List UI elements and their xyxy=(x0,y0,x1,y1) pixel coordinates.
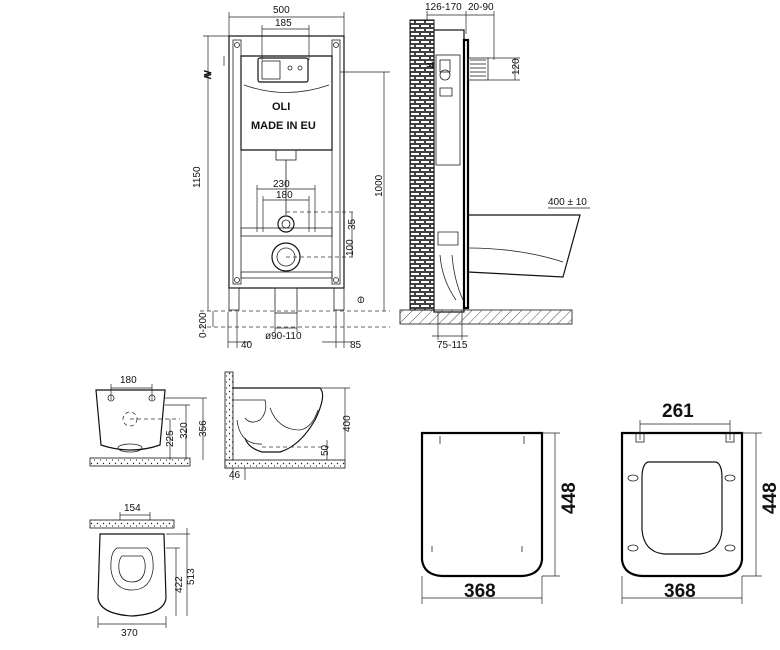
side-bowl xyxy=(467,214,581,278)
dim-422: 422 xyxy=(174,576,185,593)
seat-closed-view: 448 368 xyxy=(420,431,580,604)
bowl-plan-view: 154 422 513 370 xyxy=(89,503,197,639)
dim-400-10: 400 ± 10 xyxy=(548,197,587,208)
dim-20-90: 20-90 xyxy=(468,2,494,13)
dim-400-bowl: 400 xyxy=(342,415,353,432)
seat-open-width: 368 xyxy=(664,581,696,602)
seat-closed-width: 368 xyxy=(464,581,496,602)
brand-label: OLI xyxy=(272,101,290,113)
seat-closed-height: 448 xyxy=(559,482,580,514)
dim-pipe: ø90-110 xyxy=(265,331,302,342)
dim-75-115: 75-115 xyxy=(437,340,468,351)
made-in-label: MADE IN EU xyxy=(251,120,316,132)
inlet-arrow-icon: ≷ xyxy=(203,69,212,81)
dim-513: 513 xyxy=(186,568,197,585)
seat-closed-outline xyxy=(420,431,544,578)
bowl-front-elevation: 180 225 320 356 xyxy=(89,375,209,467)
dim-230: 230 xyxy=(273,179,290,190)
brick-wall xyxy=(409,19,435,311)
dim-356: 356 xyxy=(198,420,209,437)
seat-opening xyxy=(641,461,723,555)
dim-100: 100 xyxy=(345,239,356,256)
dim-40: 40 xyxy=(241,340,253,351)
seat-open-view: 261 448 368 xyxy=(620,401,780,604)
bowl-side-outer xyxy=(233,387,324,453)
dim-320: 320 xyxy=(179,422,190,439)
inlet-arrow-side-icon: ⇉ xyxy=(426,60,434,71)
dim-35: 35 xyxy=(347,218,358,230)
dim-126-170: 126-170 xyxy=(425,2,462,13)
dim-85: 85 xyxy=(350,340,362,351)
frame-front-view: 500 185 OLI MADE IN EU 230 xyxy=(192,5,390,351)
seat-hinge-dim: 261 xyxy=(662,401,694,422)
seat-open-height: 448 xyxy=(760,482,780,514)
bowl-side-section: 400 50 46 xyxy=(224,371,353,481)
frame-side-view: 126-170 20-90 ⇉ 120 400 ± 10 xyxy=(399,2,590,351)
dim-185: 185 xyxy=(275,18,292,29)
dim-50: 50 xyxy=(320,444,331,456)
flush-plate-opening xyxy=(257,57,309,83)
dim-154: 154 xyxy=(124,503,141,514)
zero-mark: ⊖ xyxy=(356,296,367,304)
dim-370: 370 xyxy=(121,628,138,639)
dim-180-bowl: 180 xyxy=(120,375,137,386)
dim-46: 46 xyxy=(229,470,241,481)
dim-1000: 1000 xyxy=(374,174,385,197)
dim-180: 180 xyxy=(276,190,293,201)
dim-500: 500 xyxy=(273,5,290,16)
dim-120: 120 xyxy=(511,58,522,75)
bowl-front-shape xyxy=(95,389,166,451)
dim-1150: 1150 xyxy=(192,166,203,188)
water-inlet xyxy=(277,215,295,233)
seat-open-outline xyxy=(620,431,744,578)
dim-225: 225 xyxy=(165,430,176,447)
bowl-plan-outer xyxy=(97,533,167,617)
dim-0-200: 0-200 xyxy=(198,312,209,338)
